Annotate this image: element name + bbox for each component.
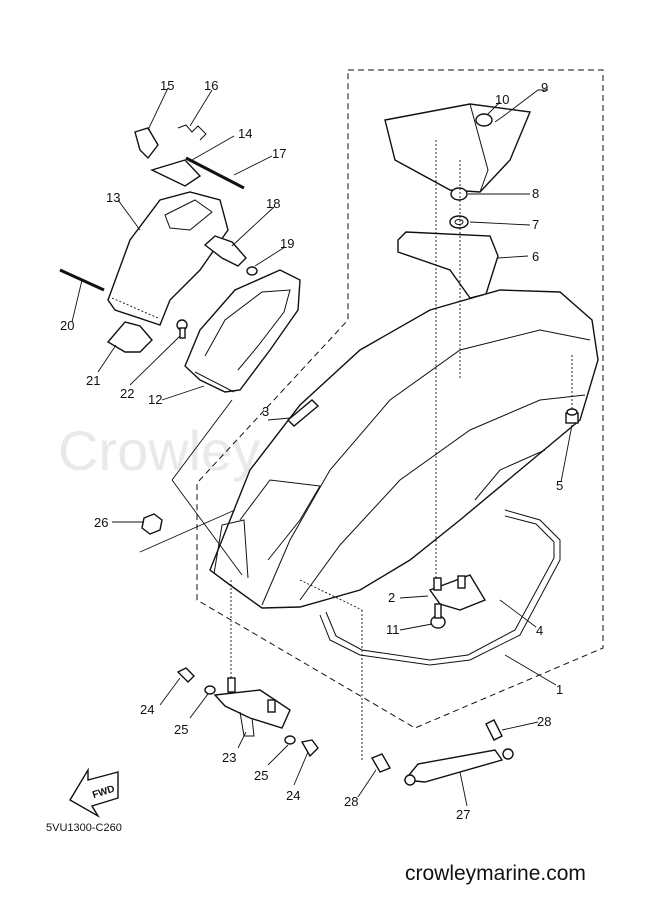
diagram-code: 5VU1300-C260 <box>46 822 122 834</box>
clip-part <box>106 321 153 353</box>
storage-tray-part <box>184 269 301 393</box>
callouts: 1 2 3 4 5 6 7 8 9 10 11 12 13 14 15 16 1… <box>60 78 563 822</box>
holder-part <box>203 235 247 267</box>
callout-24b: 24 <box>286 788 300 803</box>
ball-stud-part <box>370 719 503 773</box>
nut-part <box>141 513 163 535</box>
callout-14: 14 <box>238 126 252 141</box>
callout-25b: 25 <box>254 768 268 783</box>
callout-3: 3 <box>262 404 269 419</box>
callout-22: 22 <box>120 386 134 401</box>
latch-part <box>134 124 207 160</box>
callout-8: 8 <box>532 186 539 201</box>
callout-23: 23 <box>222 750 236 765</box>
callout-18: 18 <box>266 196 280 211</box>
callout-13: 13 <box>106 190 120 205</box>
stud-part <box>176 319 188 339</box>
callout-11: 11 <box>386 622 400 637</box>
fwd-arrow-icon: FWD <box>69 767 119 818</box>
callout-17: 17 <box>272 146 286 161</box>
handle-cover-part <box>107 191 229 326</box>
callout-21: 21 <box>86 373 100 388</box>
leader-lines <box>71 87 573 807</box>
callout-16: 16 <box>204 78 218 93</box>
callout-10: 10 <box>495 92 509 107</box>
callout-26: 26 <box>94 515 108 530</box>
main-seat-part <box>209 289 599 609</box>
callout-28b: 28 <box>537 714 551 729</box>
hinge-bracket-part <box>213 677 291 737</box>
callout-20: 20 <box>60 318 74 333</box>
lock-bracket-part <box>428 574 487 629</box>
callout-27: 27 <box>456 807 470 822</box>
callout-12: 12 <box>148 392 162 407</box>
callout-2: 2 <box>388 590 395 605</box>
callout-25a: 25 <box>174 722 188 737</box>
callout-24a: 24 <box>140 702 154 717</box>
callout-6: 6 <box>532 249 539 264</box>
assembly-frame <box>196 69 604 729</box>
pin-part <box>185 156 245 190</box>
hose-part <box>286 399 320 427</box>
nut-part <box>449 187 469 229</box>
site-footer: crowleymarine.com <box>405 862 586 885</box>
bolt-part <box>246 266 258 276</box>
callout-15: 15 <box>160 78 174 93</box>
gas-spring-part <box>403 748 514 786</box>
seat-cushion-part <box>384 103 531 193</box>
callout-4: 4 <box>536 623 543 638</box>
callout-9: 9 <box>541 80 548 95</box>
seat-bracket-part <box>397 231 499 299</box>
callout-28a: 28 <box>344 794 358 809</box>
hook-part <box>150 159 202 187</box>
callout-7: 7 <box>532 217 539 232</box>
assembly-axes <box>230 140 573 760</box>
seat-gasket-part <box>319 509 561 666</box>
callout-1: 1 <box>556 682 563 697</box>
callout-5: 5 <box>556 478 563 493</box>
damper-part <box>565 408 579 424</box>
bolt-part <box>176 667 319 758</box>
callout-19: 19 <box>280 236 294 251</box>
